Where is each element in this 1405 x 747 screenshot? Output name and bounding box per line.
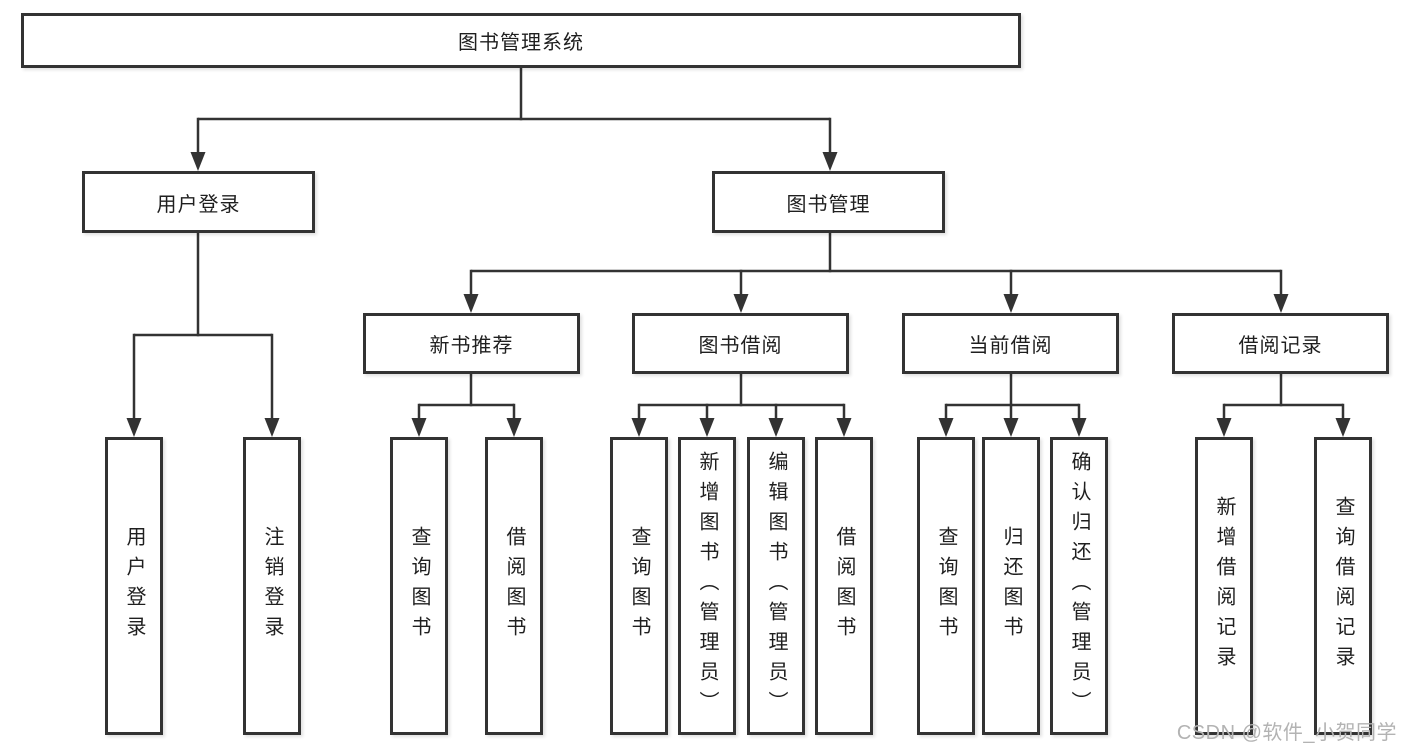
leaf-query-books-borrow-label: 查询图书 xyxy=(628,526,650,646)
node-book-borrow: 图书借阅 xyxy=(632,313,849,374)
node-user-login-label: 用户登录 xyxy=(156,193,241,216)
leaf-query-borrow-record-label: 查询借阅记录 xyxy=(1332,496,1354,676)
leaf-borrow-books-recommend-label: 借阅图书 xyxy=(503,526,525,646)
leaf-return-books: 归还图书 xyxy=(982,437,1040,735)
leaf-user-login: 用户登录 xyxy=(105,437,163,735)
leaf-borrow-books-recommend: 借阅图书 xyxy=(485,437,543,735)
leaf-confirm-return-admin: 确认归还（管理员） xyxy=(1050,437,1108,735)
leaf-logout: 注销登录 xyxy=(243,437,301,735)
node-borrow-records: 借阅记录 xyxy=(1172,313,1389,374)
leaf-edit-book-admin: 编辑图书（管理员） xyxy=(747,437,805,735)
node-library-system-label: 图书管理系统 xyxy=(458,32,584,54)
leaf-edit-book-admin-label: 编辑图书（管理员） xyxy=(765,451,787,721)
leaf-add-borrow-record-label: 新增借阅记录 xyxy=(1213,496,1235,676)
node-current-borrow-label: 当前借阅 xyxy=(968,335,1053,357)
node-book-management-label: 图书管理 xyxy=(786,193,871,216)
node-library-system: 图书管理系统 xyxy=(21,13,1021,68)
leaf-query-books-current: 查询图书 xyxy=(917,437,975,735)
node-borrow-records-label: 借阅记录 xyxy=(1238,335,1323,357)
node-new-book-recommend: 新书推荐 xyxy=(363,313,580,374)
leaf-add-book-admin-label: 新增图书（管理员） xyxy=(696,451,718,721)
leaf-query-books-recommend: 查询图书 xyxy=(390,437,448,735)
leaf-borrow-books: 借阅图书 xyxy=(815,437,873,735)
leaf-return-books-label: 归还图书 xyxy=(1000,526,1022,646)
node-current-borrow: 当前借阅 xyxy=(902,313,1119,374)
node-book-management: 图书管理 xyxy=(712,171,945,233)
leaf-query-books-current-label: 查询图书 xyxy=(935,526,957,646)
leaf-query-books-borrow: 查询图书 xyxy=(610,437,668,735)
leaf-add-book-admin: 新增图书（管理员） xyxy=(678,437,736,735)
leaf-user-login-label: 用户登录 xyxy=(123,526,145,646)
leaf-query-books-recommend-label: 查询图书 xyxy=(408,526,430,646)
leaf-confirm-return-admin-label: 确认归还（管理员） xyxy=(1068,451,1090,721)
leaf-borrow-books-label: 借阅图书 xyxy=(833,526,855,646)
leaf-add-borrow-record: 新增借阅记录 xyxy=(1195,437,1253,735)
node-new-book-recommend-label: 新书推荐 xyxy=(429,335,514,357)
leaf-logout-label: 注销登录 xyxy=(261,526,283,646)
csdn-watermark: CSDN @软件_小贺同学 xyxy=(1176,722,1397,744)
leaf-query-borrow-record: 查询借阅记录 xyxy=(1314,437,1372,735)
node-user-login: 用户登录 xyxy=(82,171,315,233)
node-book-borrow-label: 图书借阅 xyxy=(698,335,783,357)
